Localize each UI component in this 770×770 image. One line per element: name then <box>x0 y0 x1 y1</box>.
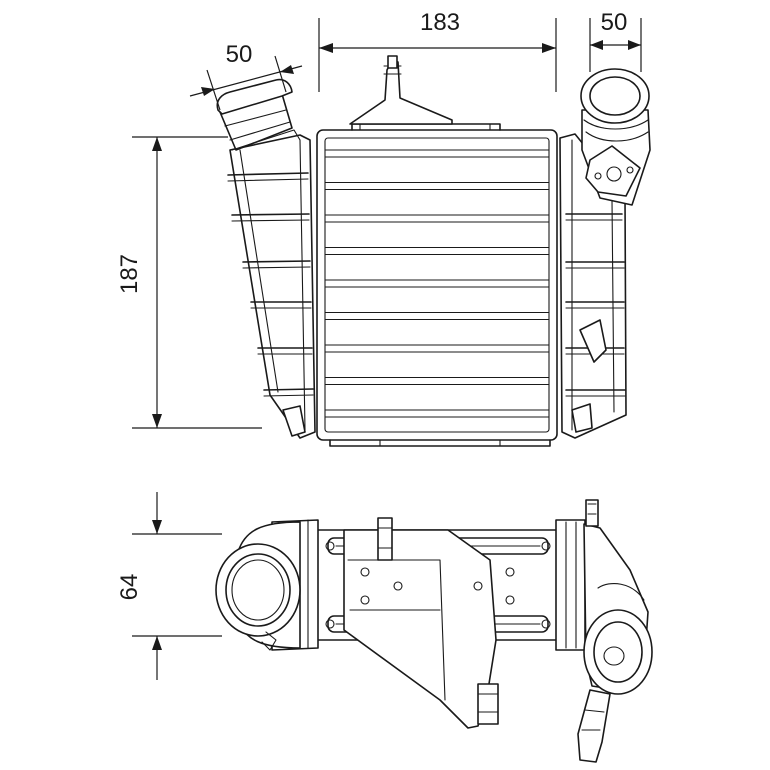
dimension-depth <box>132 492 222 680</box>
cooling-fin <box>324 246 550 256</box>
label-core-width: 183 <box>420 9 460 36</box>
right-end-tank <box>559 133 627 439</box>
cooling-fin <box>324 181 550 191</box>
core-block <box>316 123 558 447</box>
front-view <box>216 55 651 447</box>
cooling-fin <box>324 214 550 223</box>
cooling-fin <box>324 344 550 353</box>
label-depth: 64 <box>116 574 143 601</box>
side-right-tank <box>555 499 653 763</box>
side-mounting-plate <box>343 517 515 729</box>
right-outlet-pipe <box>580 68 651 206</box>
side-view <box>215 499 653 763</box>
label-inlet-width: 50 <box>226 41 253 68</box>
top-mounting-bracket <box>349 55 453 125</box>
cooling-fin <box>324 376 550 386</box>
dimension-inlet-width <box>189 55 303 111</box>
left-end-tank <box>227 134 316 439</box>
dimension-labels: 183 50 50 187 64 <box>116 9 627 600</box>
cooling-fin <box>324 311 550 321</box>
cooling-fin <box>324 279 550 288</box>
dimension-core-width <box>318 18 557 92</box>
cooling-fins <box>324 149 550 418</box>
dimension-outlet-width <box>589 18 642 72</box>
dimension-core-height <box>132 136 262 429</box>
left-inlet-pipe <box>216 78 301 151</box>
cooling-fin <box>324 409 550 418</box>
side-left-tank <box>215 519 319 651</box>
cooling-fin <box>324 149 550 158</box>
label-core-height: 187 <box>116 254 143 294</box>
label-outlet-width: 50 <box>601 9 628 36</box>
dimension-lines <box>132 18 642 680</box>
